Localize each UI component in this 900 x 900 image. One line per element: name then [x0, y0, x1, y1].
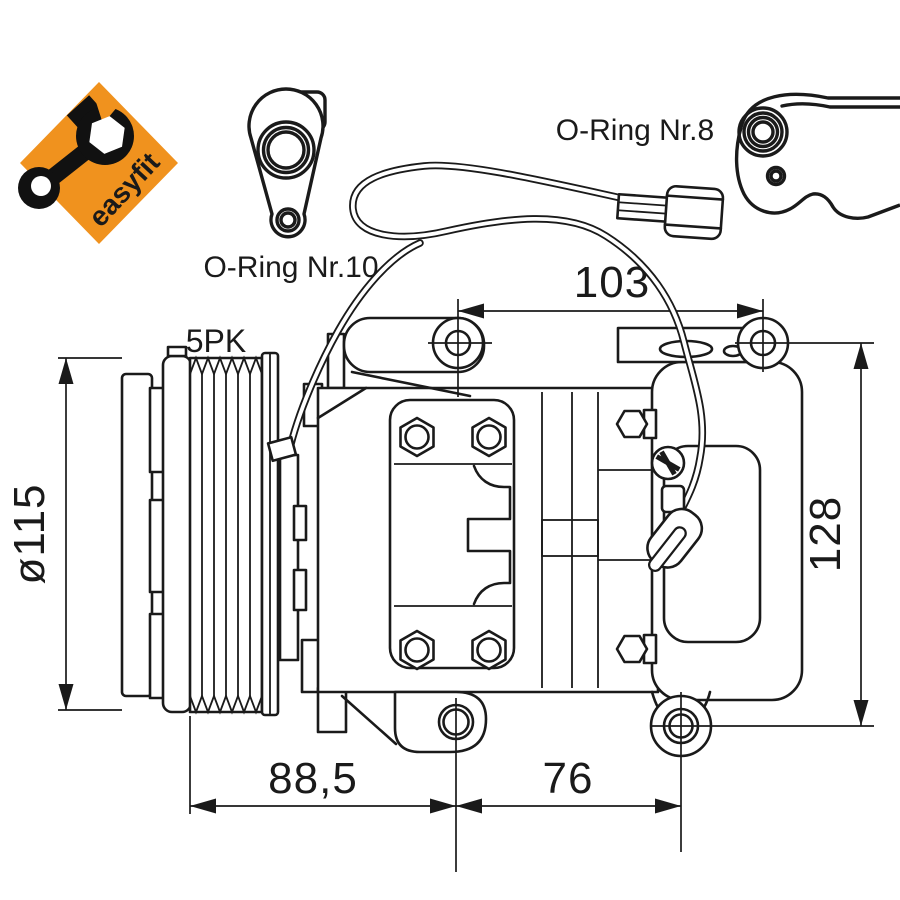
- side-bolt: [615, 633, 658, 665]
- hex-nut: [399, 629, 435, 671]
- side-bolt: [615, 408, 658, 440]
- dim-label-76: 76: [543, 754, 594, 803]
- mounting-plate: [388, 398, 516, 671]
- dimension-115: ø115: [5, 357, 122, 711]
- wrench-icon: [18, 95, 134, 209]
- pulley-belt-ribs: [188, 355, 264, 715]
- hex-nut: [399, 416, 435, 458]
- hex-nut: [471, 416, 507, 458]
- oring-seat: [266, 130, 306, 170]
- oring-seat: [746, 115, 780, 149]
- connector-plug: [615, 184, 725, 241]
- compressor-body: [278, 316, 804, 758]
- oring8-fitting: [734, 92, 900, 220]
- dimension-76: 76: [456, 754, 681, 814]
- coil-terminal-block: [266, 435, 298, 463]
- dim-label-103: 103: [574, 258, 650, 307]
- compressor-pulley: [120, 345, 280, 717]
- clutch-plate: [120, 372, 154, 698]
- dimension-88-5: 88,5: [189, 698, 457, 872]
- oring8-label: O-Ring Nr.8: [556, 114, 714, 147]
- dim-label-88-5: 88,5: [268, 754, 358, 803]
- bottom-left-mount-lug: [393, 690, 488, 754]
- easyfit-logo: easyfit: [18, 82, 178, 244]
- oring10-label: O-Ring Nr.10: [203, 251, 378, 284]
- wire-harness: [266, 161, 707, 530]
- belt-type-label: 5PK: [186, 323, 246, 359]
- ground-terminal: [646, 445, 704, 572]
- oring10-fitting: [247, 87, 327, 239]
- dim-label-diameter: ø115: [5, 483, 54, 584]
- dim-label-128: 128: [801, 496, 850, 572]
- top-left-mount-lug: [342, 316, 492, 398]
- hex-nut: [471, 629, 507, 671]
- pulley-hub: [161, 354, 193, 714]
- dimension-128: 128: [650, 342, 874, 852]
- dimension-103: 103: [457, 258, 764, 397]
